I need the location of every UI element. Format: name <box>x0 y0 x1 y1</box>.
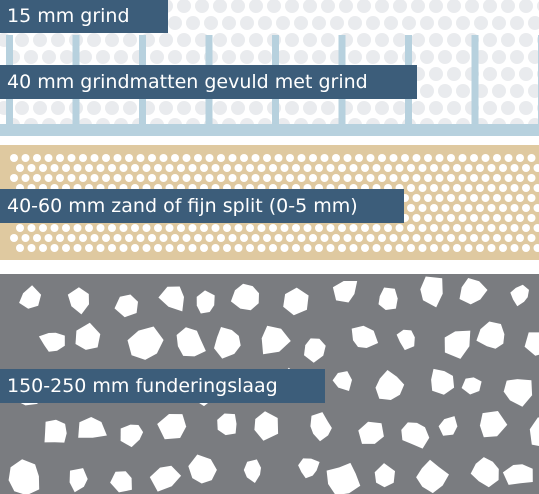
label-gravel-mats: 40 mm grindmatten gevuld met grind <box>0 65 417 99</box>
sand-dots <box>10 154 539 252</box>
label-sand: 40-60 mm zand of fijn split (0-5 mm) <box>0 189 404 223</box>
label-gravel-top: 15 mm grind <box>0 0 168 33</box>
label-foundation: 150-250 mm funderingslaag <box>0 369 325 403</box>
